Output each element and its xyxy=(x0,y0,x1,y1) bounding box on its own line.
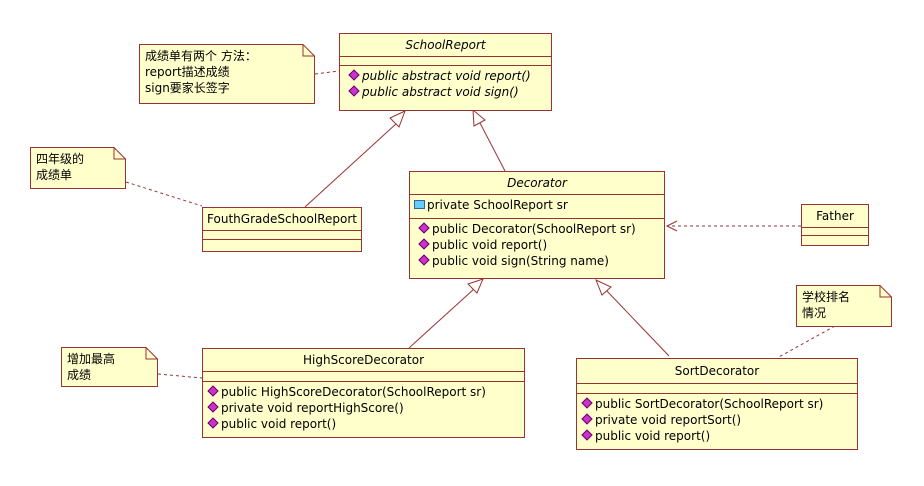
generalization-arrowhead xyxy=(595,279,612,296)
note-line: sign要家长签字 xyxy=(145,81,230,95)
private-attribute-icon xyxy=(414,200,425,209)
class-name: HighScoreDecorator xyxy=(203,349,524,372)
note-link-fourth-grade xyxy=(125,181,203,207)
operations-section: public HighScoreDecorator(SchoolReport s… xyxy=(203,382,524,434)
method-icon xyxy=(581,397,593,409)
method-icon xyxy=(348,85,360,97)
operation: public void report() xyxy=(418,237,664,253)
generalization-arrowhead xyxy=(389,110,406,128)
note-link-school-report xyxy=(314,70,340,75)
note-line: 成绩单 xyxy=(36,168,73,182)
class-name: Father xyxy=(802,205,868,228)
method-icon xyxy=(207,385,219,397)
class-high-score-decorator[interactable]: HighScoreDecorator public HighScoreDecor… xyxy=(202,348,525,438)
generalization-fourth-grade xyxy=(304,122,398,208)
attributes-section: private SchoolReport sr xyxy=(410,195,664,219)
class-decorator[interactable]: Decorator private SchoolReport sr public… xyxy=(409,171,665,279)
method-icon xyxy=(418,238,430,250)
note-line: 增加最高 xyxy=(67,352,116,366)
method-icon xyxy=(348,69,360,81)
operation: public void report() xyxy=(207,416,524,432)
generalization-sort xyxy=(605,289,670,357)
class-fourth-grade-report[interactable]: FouthGradeSchoolReport xyxy=(202,207,362,252)
class-name: FouthGradeSchoolReport xyxy=(203,208,361,231)
class-father[interactable]: Father xyxy=(801,204,869,246)
generalization-high-score xyxy=(408,288,475,349)
attributes-section xyxy=(802,228,868,236)
attributes-section xyxy=(577,384,857,394)
operation: public void sign(String name) xyxy=(418,253,664,269)
operation: public abstract void report() xyxy=(348,68,551,84)
operations-section: public SortDecorator(SchoolReport sr) pr… xyxy=(577,394,857,446)
dependency-arrowhead xyxy=(665,220,678,232)
note-line: 成绩 xyxy=(67,368,92,382)
note-high-score: 增加最高成绩 xyxy=(61,347,158,387)
method-icon xyxy=(581,429,593,441)
operation: public void report() xyxy=(581,428,857,444)
note-line: 学校排名 xyxy=(802,290,851,304)
note-line: 四年级的 xyxy=(36,152,85,166)
attributes-section xyxy=(203,372,524,382)
class-school-report[interactable]: SchoolReport public abstract void report… xyxy=(339,33,552,111)
operations-section xyxy=(802,236,868,246)
operation: private void reportHighScore() xyxy=(207,400,524,416)
note-link-high-score xyxy=(157,373,203,379)
method-icon xyxy=(418,254,430,266)
note-school-report: 成绩单有两个 方法： report描述成绩 sign要家长签字 xyxy=(139,44,315,104)
method-icon xyxy=(207,401,219,413)
operation: public Decorator(SchoolReport sr) xyxy=(418,221,664,237)
note-fourth-grade: 四年级的成绩单 xyxy=(30,147,126,189)
method-icon xyxy=(581,413,593,425)
class-name: SortDecorator xyxy=(577,359,857,384)
note-line: 情况 xyxy=(802,306,827,320)
note-line: 成绩单有两个 方法： xyxy=(145,49,257,63)
note-link-sort xyxy=(776,325,836,359)
class-name: SchoolReport xyxy=(340,34,551,57)
operation: public SortDecorator(SchoolReport sr) xyxy=(581,396,857,412)
operation: private void reportSort() xyxy=(581,412,857,428)
class-name: Decorator xyxy=(410,172,664,195)
attributes-section xyxy=(203,231,361,240)
note-sort: 学校排名情况 xyxy=(796,285,892,327)
method-icon xyxy=(418,222,430,234)
generalization-decorator xyxy=(479,122,506,172)
operations-section xyxy=(203,240,361,252)
attributes-section xyxy=(340,57,551,66)
operations-section: public Decorator(SchoolReport sr) public… xyxy=(410,219,664,271)
operation: public abstract void sign() xyxy=(348,84,551,100)
class-sort-decorator[interactable]: SortDecorator public SortDecorator(Schoo… xyxy=(576,358,858,450)
operations-section: public abstract void report() public abs… xyxy=(340,66,551,102)
operation: public HighScoreDecorator(SchoolReport s… xyxy=(207,384,524,400)
generalization-arrowhead xyxy=(472,108,486,127)
method-icon xyxy=(207,417,219,429)
note-line: report描述成绩 xyxy=(145,65,230,79)
generalization-arrowhead xyxy=(467,278,484,294)
attribute: private SchoolReport sr xyxy=(414,197,664,213)
